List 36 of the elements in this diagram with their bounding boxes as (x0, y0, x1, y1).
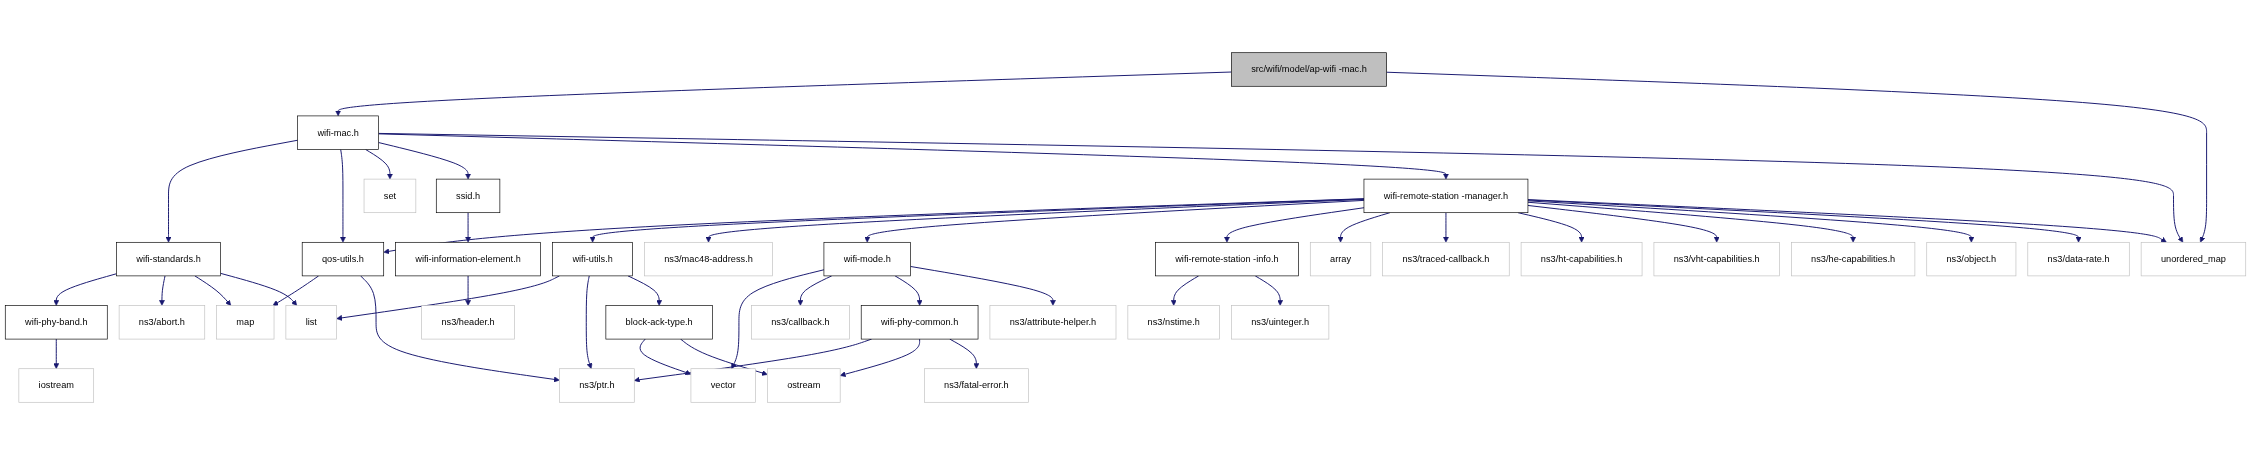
node-box: list (285, 305, 337, 340)
node-box: ns3/mac48-address.h (644, 242, 773, 277)
node-box: ns3/abort.h (118, 305, 206, 340)
node-box: wifi-phy-common.h (860, 305, 979, 340)
node-box: ns3/object.h (1926, 242, 2017, 277)
node-box: wifi-information-element.h (395, 242, 541, 277)
node-box: wifi-utils.h (552, 242, 633, 277)
node-box: ostream (767, 368, 841, 403)
node-box: iostream (18, 368, 94, 403)
node-box: ns3/traced-callback.h (1382, 242, 1510, 277)
node-box: array (1309, 242, 1372, 277)
node-box: ns3/fatal-error.h (924, 368, 1029, 403)
node-box: ns3/vht-capabilities.h (1653, 242, 1780, 277)
node-box: block-ack-type.h (605, 305, 713, 340)
node-box: ns3/uinteger.h (1231, 305, 1330, 340)
node-box: unordered_map (2140, 242, 2247, 277)
node-box: ns3/ht-capabilities.h (1520, 242, 1643, 277)
node-box: ns3/data-rate.h (2027, 242, 2130, 277)
node-box: wifi-mode.h (823, 242, 911, 277)
node-box: map (216, 305, 275, 340)
node-box: ns3/he-capabilities.h (1791, 242, 1916, 277)
node-box: qos-utils.h (301, 242, 385, 277)
node-box: ns3/callback.h (751, 305, 850, 340)
node-box: ssid.h (435, 178, 501, 213)
node-box: set (363, 178, 417, 213)
node-box: ns3/nstime.h (1127, 305, 1220, 340)
node-box: wifi-mac.h (297, 115, 379, 150)
node-box: src/wifi/model/ap-wifi -mac.h (1231, 52, 1387, 87)
node-box: wifi-remote-station -manager.h (1363, 178, 1529, 213)
node-box: ns3/ptr.h (559, 368, 635, 403)
node-box: wifi-phy-band.h (4, 305, 108, 340)
node-box: wifi-remote-station -info.h (1155, 242, 1299, 277)
node-box: wifi-standards.h (116, 242, 221, 277)
node-box: vector (690, 368, 756, 403)
node-box: ns3/attribute-helper.h (989, 305, 1117, 340)
node-box: ns3/header.h (421, 305, 515, 340)
